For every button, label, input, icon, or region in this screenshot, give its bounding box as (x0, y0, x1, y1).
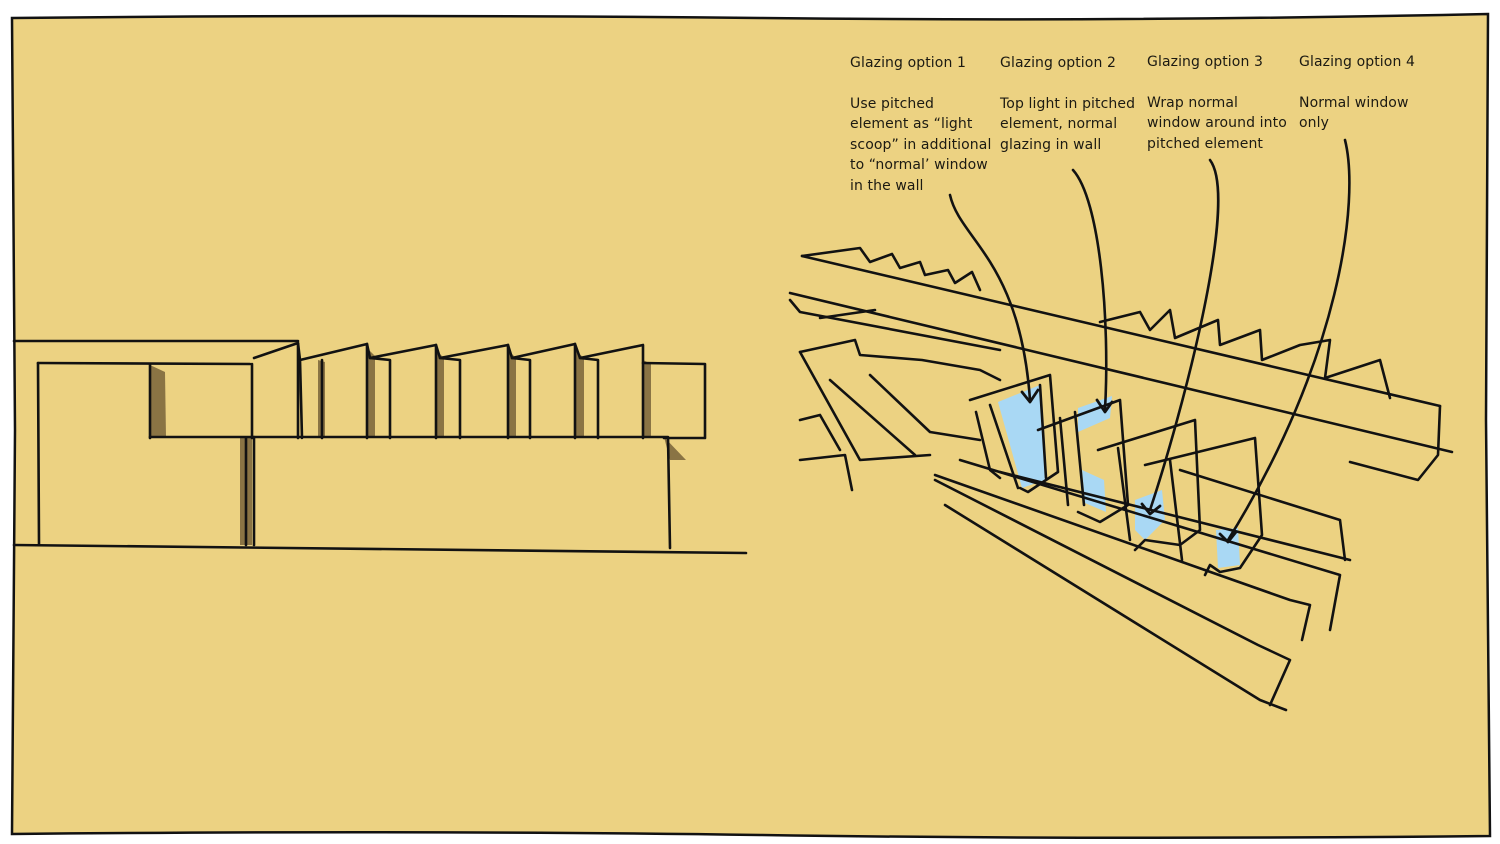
glazing-option-3-line: Wrap normal (1147, 94, 1239, 111)
elevation-drawing (12, 339, 748, 555)
glazing-option-2-title: Glazing option 2 (1000, 55, 1116, 71)
glazing-option-3-label: Glazing option 3 Wrap normal window arou… (1147, 52, 1287, 154)
glazing-option-1-line: in the wall (850, 177, 924, 194)
glazing-option-2-line: glazing in wall (1000, 136, 1102, 153)
glazing-option-2-label: Glazing option 2 Top light in pitched el… (1000, 53, 1135, 155)
axonometric-drawing (788, 138, 1454, 712)
glazing-option-4-line: only (1299, 115, 1330, 131)
glazing-option-1-line: Use pitched (850, 95, 935, 112)
glazing-option-4-line: Normal window (1299, 94, 1409, 111)
glazing-option-1-title: Glazing option 1 (850, 55, 966, 71)
paper-background (10, 12, 1492, 840)
glazing-option-1-line: element as “light (850, 116, 973, 132)
glazing-option-3-line: window around into (1147, 115, 1287, 131)
glazing-option-1-line: to “normal’ window (850, 157, 988, 173)
glazing-option-4-title: Glazing option 4 (1299, 54, 1415, 70)
glazing-option-1-label: Glazing option 1 Use pitched element as … (850, 53, 991, 196)
glazing-option-2-line: element, normal (1000, 116, 1118, 132)
glazing-option-3-line: pitched element (1147, 135, 1264, 152)
glazing-option-3-title: Glazing option 3 (1147, 54, 1263, 70)
glazing-option-1-line: scoop” in additional (850, 136, 992, 153)
glazing-option-2-line: Top light in pitched (1000, 95, 1136, 112)
glazing-option-4-label: Glazing option 4 Normal window only (1299, 52, 1415, 134)
